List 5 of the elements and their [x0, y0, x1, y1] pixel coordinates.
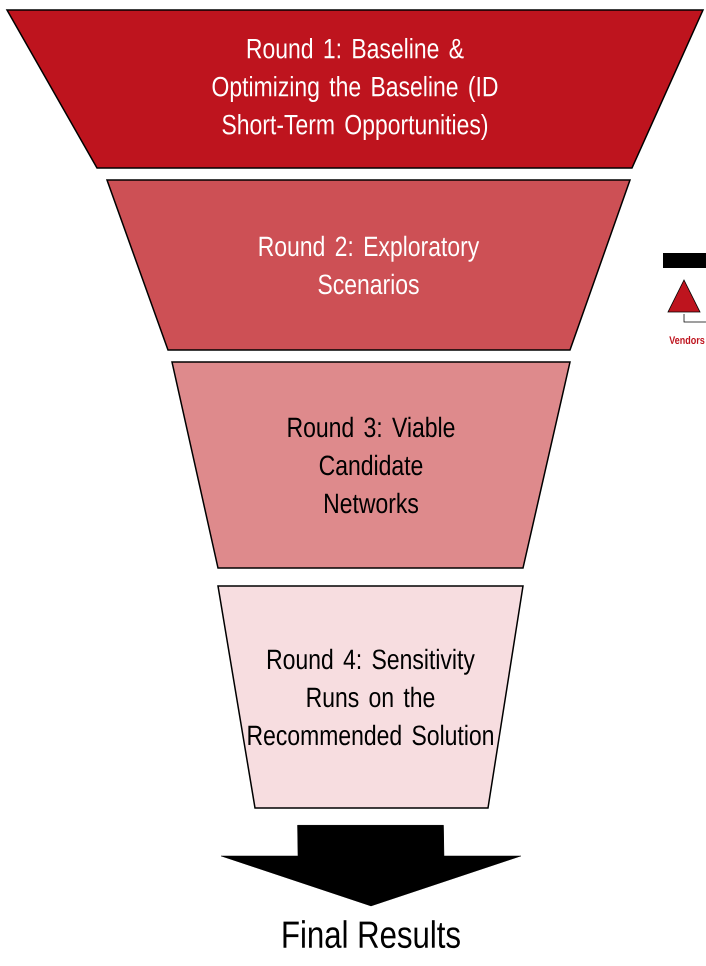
- result-label: Final Results: [284, 920, 460, 948]
- funnel-stage: Round 3: Viable Candidate Networks: [171, 361, 571, 569]
- symbol-caption: Vendors: [669, 336, 704, 344]
- funnel-stage: Round 4: Sensitivity Runs on the Recommended Solution: [217, 585, 524, 809]
- block-arrow: [220, 824, 522, 906]
